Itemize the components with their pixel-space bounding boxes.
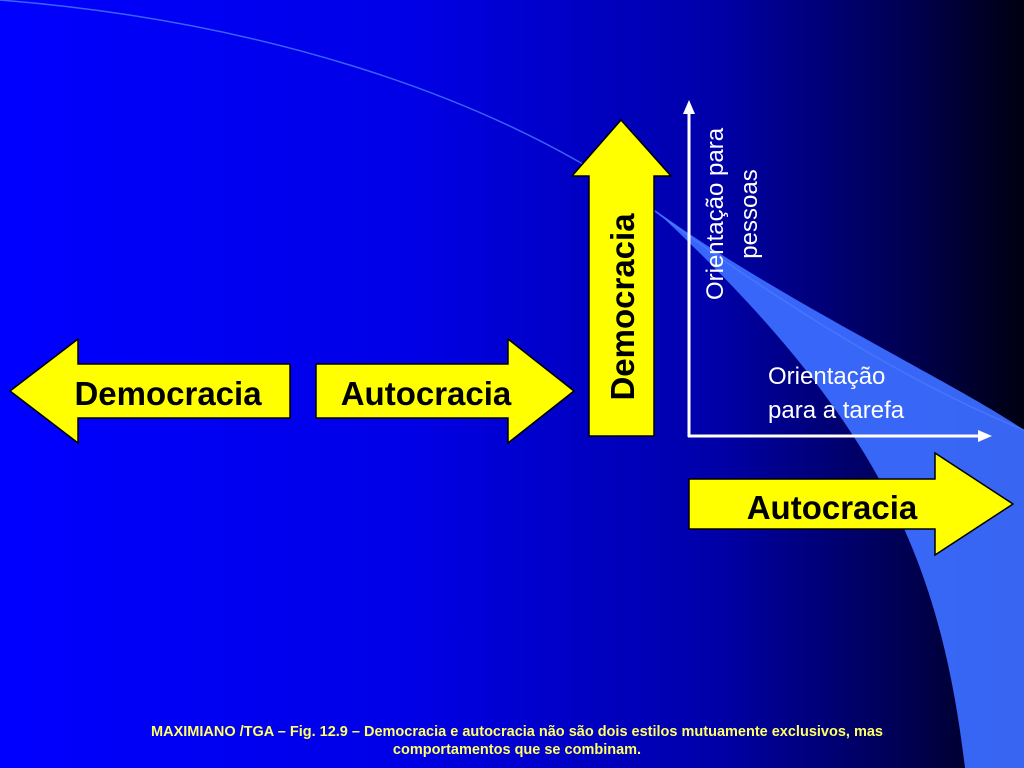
left-arrow-label: Democracia bbox=[74, 375, 262, 412]
left-arrow-shape bbox=[8, 337, 291, 445]
democracia-vertical-arrow: Democracia bbox=[570, 118, 673, 437]
horizontal-arrow-shape bbox=[688, 451, 1015, 557]
orientation-axes: Orientação para pessoas Orientação para … bbox=[683, 100, 992, 442]
y-axis-arrowhead bbox=[683, 100, 695, 114]
right-arrow-shape bbox=[315, 337, 576, 445]
caption-line-2: comportamentos que se combinam. bbox=[392, 742, 642, 758]
democracia-left-arrow: Democracia bbox=[8, 337, 291, 445]
autocracia-right-arrow: Autocracia bbox=[315, 337, 576, 445]
autocracia-horizontal-arrow: Autocracia bbox=[688, 451, 1015, 557]
x-axis-label-line1: Orientação bbox=[768, 363, 885, 390]
horizontal-arrow-label: Autocracia bbox=[747, 489, 918, 526]
y-axis-label-line2: pessoas bbox=[736, 169, 763, 258]
vertical-arrow-shape bbox=[570, 118, 673, 437]
x-axis-arrowhead bbox=[978, 430, 992, 442]
right-arrow-label: Autocracia bbox=[341, 375, 512, 412]
vertical-arrow-label: Democracia bbox=[604, 213, 641, 401]
x-axis-label-line2: para a tarefa bbox=[768, 397, 905, 424]
caption-line-1: MAXIMIANO /TGA – Fig. 12.9 – Democracia … bbox=[151, 724, 883, 740]
figure-caption: MAXIMIANO /TGA – Fig. 12.9 – Democracia … bbox=[60, 723, 974, 759]
y-axis-label-line1: Orientação para bbox=[702, 127, 729, 300]
